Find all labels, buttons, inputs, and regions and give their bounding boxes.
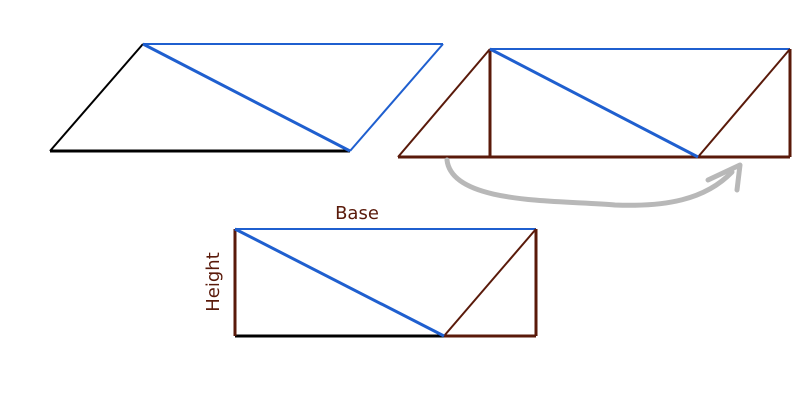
- rectangle-diagonal: [234, 227, 445, 338]
- parallelogram-right-edge: [349, 43, 444, 152]
- rectangle-cut-slant: [443, 228, 537, 337]
- moved-right-slant: [697, 48, 791, 158]
- move-arrow: [444, 157, 735, 208]
- parallelogram-left-edge: [49, 43, 144, 152]
- parallelogram-figure: [49, 42, 444, 153]
- moved-left-slant: [397, 48, 491, 158]
- base-label: Base: [335, 203, 379, 224]
- move-arrow-head-icon: [705, 162, 743, 193]
- parallelogram-diagonal: [142, 42, 351, 153]
- height-label: Height: [203, 252, 224, 312]
- moved-diagonal: [489, 47, 699, 159]
- rectangle-figure: Base Height: [203, 203, 538, 338]
- cut-and-move-figure: [397, 47, 792, 208]
